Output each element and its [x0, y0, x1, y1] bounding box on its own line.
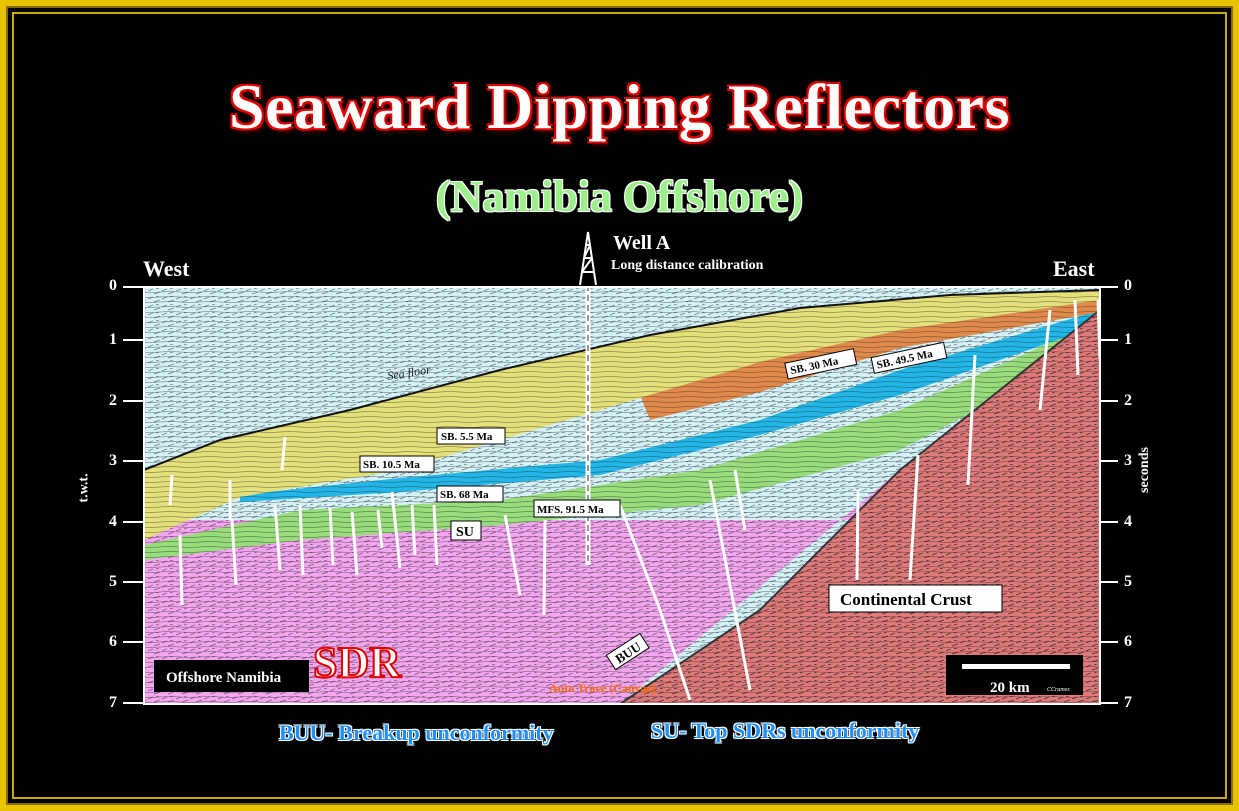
label-sb68: SB. 68 Ma [436, 485, 504, 503]
tick-left-4: 4 [109, 513, 117, 530]
svg-text:Offshore Namibia: Offshore Namibia [166, 670, 282, 686]
page-title: Seaward Dipping Reflectors [229, 71, 1010, 142]
tick-right-3: 3 [1124, 452, 1132, 469]
section-border [143, 286, 1101, 705]
tick-right-5: 5 [1124, 573, 1132, 590]
well-derrick-icon [579, 231, 597, 286]
svg-text:Continental Crust: Continental Crust [840, 590, 972, 609]
svg-text:SB. 5.5 Ma: SB. 5.5 Ma [441, 431, 493, 443]
page-subtitle: (Namibia Offshore) [435, 172, 804, 221]
label-su: SU [450, 520, 482, 541]
label-offshore-namibia: Offshore Namibia [154, 660, 309, 692]
tick-left-2: 2 [109, 392, 117, 409]
tick-left-6: 6 [109, 633, 117, 650]
credit: CCramez [1047, 687, 1070, 693]
tick-left-7: 7 [109, 694, 117, 711]
autotrace-label: Auto Trace (Canvas) [549, 681, 655, 695]
buu-line [619, 309, 1100, 704]
east-label: East [1053, 256, 1095, 281]
label-sb105: SB. 10.5 Ma [359, 455, 435, 473]
sea-floor-line [144, 289, 1100, 471]
tick-right-7: 7 [1124, 694, 1132, 711]
tick-left-0: 0 [109, 277, 117, 294]
tick-right-1: 1 [1124, 331, 1132, 348]
label-sb55: SB. 5.5 Ma [436, 427, 506, 445]
legend-buu: BUU- Breakup unconformity [279, 720, 554, 745]
tick-left-5: 5 [109, 573, 117, 590]
tick-marks [123, 339, 1118, 704]
svg-text:SU: SU [456, 525, 474, 540]
svg-text:SB. 10.5 Ma: SB. 10.5 Ma [363, 459, 420, 471]
scale-label: 20 km [990, 680, 1030, 696]
tick-right-6: 6 [1124, 633, 1132, 650]
tick-left-3: 3 [109, 452, 117, 469]
west-label: West [143, 256, 190, 281]
well-name: Well A [613, 232, 671, 254]
tick-left-1: 1 [109, 331, 117, 348]
label-continental-crust: Continental Crust [828, 584, 1003, 613]
tick-right-2: 2 [1124, 392, 1132, 409]
well-note: Long distance calibration [611, 258, 764, 273]
svg-text:MFS. 91.5 Ma: MFS. 91.5 Ma [537, 504, 604, 516]
label-mfs: MFS. 91.5 Ma [533, 499, 621, 518]
tick-right-4: 4 [1124, 513, 1132, 530]
legend-su: SU- Top SDRs unconformity [651, 718, 920, 743]
sdr-label: SDR [313, 638, 402, 687]
tick-right-0: 0 [1124, 277, 1132, 294]
svg-text:SB. 68 Ma: SB. 68 Ma [440, 489, 489, 501]
sea-floor-label: Sea floor [386, 362, 432, 383]
scale-bar: 20 km CCramez [946, 655, 1083, 696]
